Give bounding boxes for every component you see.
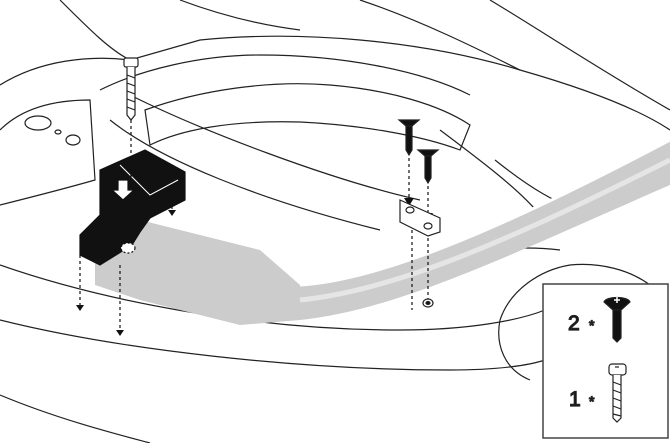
- pan-head-screw: [123, 57, 139, 121]
- pan-head-screw-icon: [608, 363, 627, 423]
- legend-quantity-pan-head: 1: [569, 388, 581, 411]
- countersunk-screw-1: [397, 119, 421, 157]
- legend-quantity-torx: 2: [568, 312, 580, 335]
- legend-marker-torx: *: [589, 317, 595, 333]
- mounting-clip: [399, 199, 441, 308]
- parts-legend: [542, 283, 669, 439]
- legend-marker-pan-head: *: [589, 393, 595, 409]
- countersunk-screw-2: [416, 149, 440, 185]
- countersunk-torx-screw-icon: [603, 296, 631, 343]
- wiring-harness-channel: [95, 138, 670, 325]
- assembly-guide-lines: [79, 120, 429, 330]
- bracket-part: [79, 149, 186, 266]
